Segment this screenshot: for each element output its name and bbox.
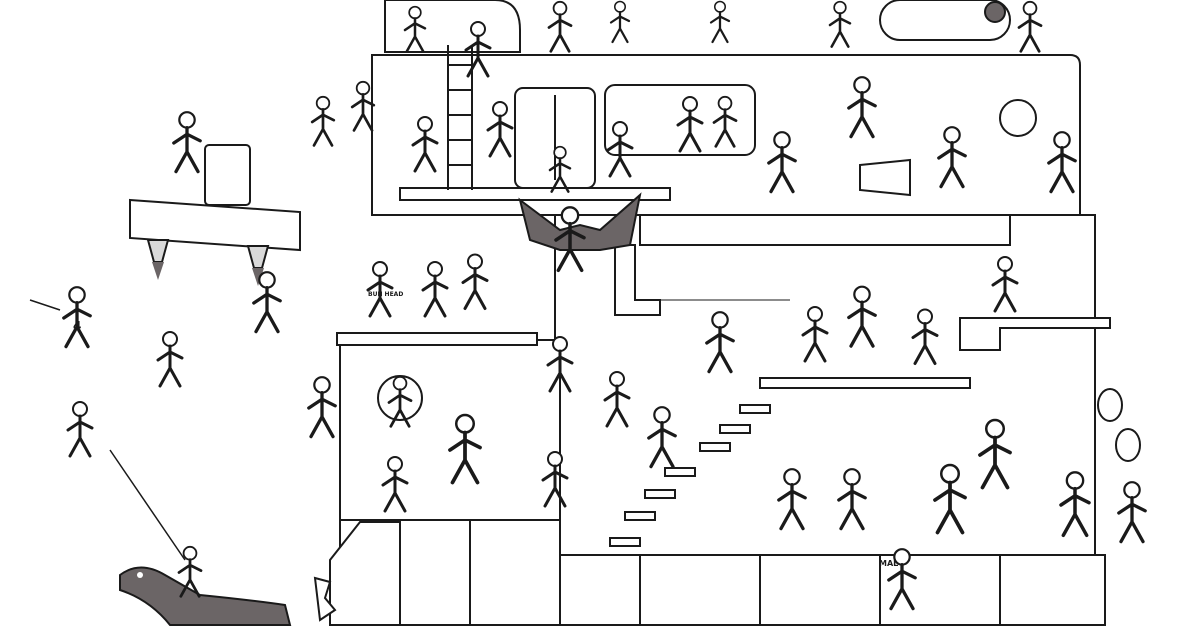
laser-line xyxy=(29,299,61,311)
stairs xyxy=(609,404,771,547)
pipes xyxy=(614,158,1141,462)
bag-label: MAL xyxy=(879,559,898,568)
platforms xyxy=(336,187,1111,389)
top-tanks xyxy=(384,0,1011,53)
shirt-sign-text: BUN HEAD xyxy=(368,291,403,298)
dinosaur xyxy=(119,566,292,626)
shirt-number: 4 xyxy=(73,319,81,333)
ramp xyxy=(313,521,401,626)
windows xyxy=(514,84,756,189)
rocket-platform xyxy=(129,144,301,286)
rope-line xyxy=(109,449,186,561)
